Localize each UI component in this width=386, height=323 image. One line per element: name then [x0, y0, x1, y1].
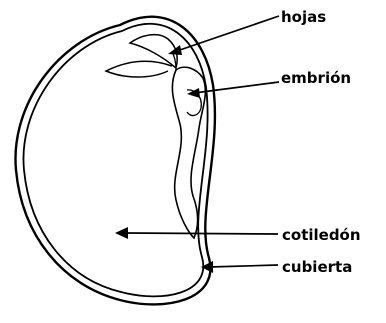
arrow-cotiledon-head: [115, 227, 128, 239]
arrow-cotiledon-line: [124, 233, 278, 234]
label-hojas: hojas: [281, 8, 326, 26]
label-cotiledon: cotiledón: [282, 226, 361, 244]
label-embrion: embrión: [281, 69, 351, 87]
seed-coat-outer: [15, 17, 214, 305]
leaf-lower: [106, 61, 172, 77]
arrow-cubierta-line: [209, 265, 278, 267]
label-cubierta: cubierta: [282, 258, 352, 276]
leaf-upper: [130, 35, 177, 68]
arrow-hojas-head: [168, 45, 182, 55]
